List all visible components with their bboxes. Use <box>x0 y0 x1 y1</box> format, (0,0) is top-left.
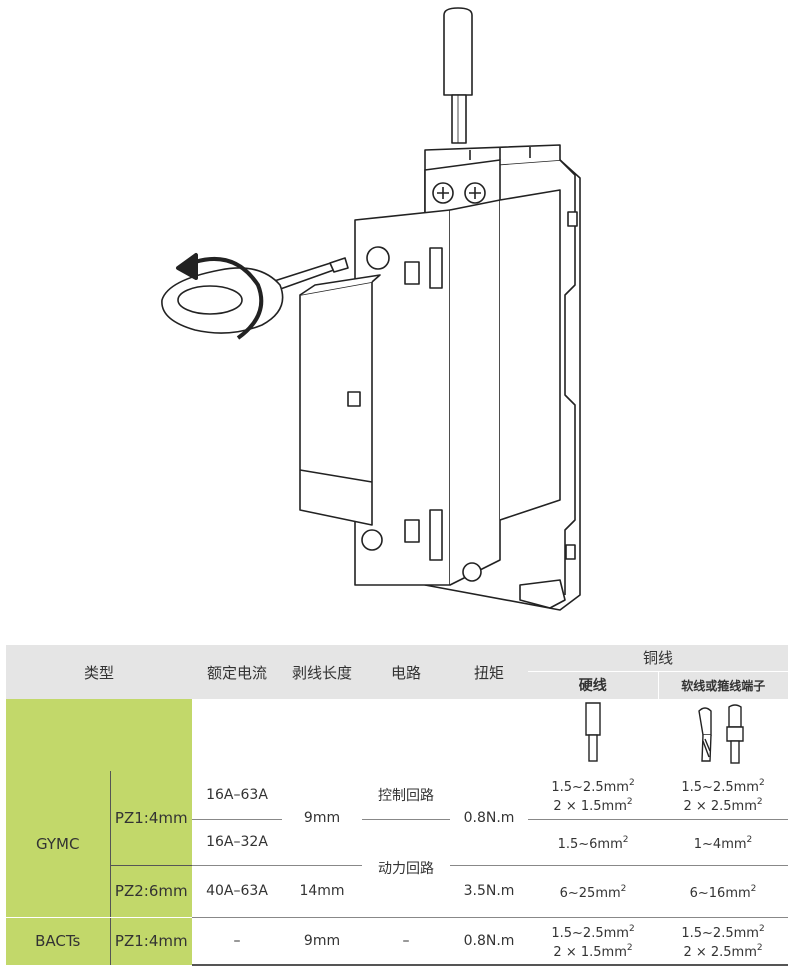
current-none: – <box>192 917 283 966</box>
type-gymc: GYMC <box>6 771 110 918</box>
superscript-2: 2 <box>622 834 629 845</box>
soft-wire-2-text: 1~4mm <box>693 836 747 852</box>
hard-wire-3-text: 6~25mm <box>559 885 621 901</box>
type-pz2: PZ2:6mm <box>109 865 193 918</box>
type-bacts: BACTs <box>6 917 110 965</box>
soft-wire-4a: 1.5~2.5mm <box>681 925 759 941</box>
hard-wire-2-text: 1.5~6mm <box>557 836 623 852</box>
header-copper-wire: 铜线 <box>528 645 789 672</box>
rotation-arrow-icon <box>176 253 264 340</box>
strip-14mm: 14mm <box>282 865 363 918</box>
hard-wire-4a: 1.5~2.5mm <box>551 925 629 941</box>
soft-wire-1: 1.5~2.5mm2 2 × 2.5mm2 <box>658 771 789 820</box>
wire-icon <box>443 7 473 144</box>
header-circuit: 电路 <box>362 645 451 699</box>
soft-wire-2: 1~4mm2 <box>658 819 789 866</box>
superscript-2: 2 <box>626 942 633 953</box>
current-16-63: 16A–63A <box>192 771 283 820</box>
din-rail-contactor <box>299 144 581 611</box>
hard-wire-3: 6~25mm2 <box>528 865 659 918</box>
hard-wire-4: 1.5~2.5mm2 2 × 1.5mm2 <box>528 917 659 966</box>
hard-wire-1: 1.5~2.5mm2 2 × 1.5mm2 <box>528 771 659 820</box>
wiring-spec-table: 类型 额定电流 剥线长度 电路 扭矩 铜线 硬线 软线或箍线端子 GYMC PZ… <box>6 645 789 966</box>
header-torque: 扭矩 <box>450 645 529 699</box>
header-strip-length: 剥线长度 <box>282 645 363 699</box>
ferrule-wire-icon <box>658 699 789 771</box>
torque-0-8-bacts: 0.8N.m <box>450 917 529 966</box>
installation-illustration <box>161 7 581 611</box>
current-16-32: 16A–32A <box>192 819 283 866</box>
superscript-2: 2 <box>758 777 765 788</box>
superscript-2: 2 <box>758 923 765 934</box>
icon-row-type-cell <box>6 699 193 771</box>
current-40-63: 40A–63A <box>192 865 283 918</box>
superscript-2: 2 <box>756 796 763 807</box>
superscript-2: 2 <box>750 883 757 894</box>
solid-wire-icon <box>528 699 659 771</box>
superscript-2: 2 <box>628 777 635 788</box>
strip-9mm-bacts: 9mm <box>282 917 363 966</box>
header-type: 类型 <box>6 645 193 699</box>
header-soft-wire: 软线或箍线端子 <box>658 671 789 699</box>
circuit-control: 控制回路 <box>362 771 451 820</box>
hard-wire-1b: 2 × 1.5mm <box>553 798 627 814</box>
hard-wire-4b: 2 × 1.5mm <box>553 944 627 960</box>
soft-wire-1a: 1.5~2.5mm <box>681 779 759 795</box>
soft-wire-3: 6~16mm2 <box>658 865 789 918</box>
superscript-2: 2 <box>626 796 633 807</box>
screwdriver-icon <box>161 257 349 334</box>
header-rated-current: 额定电流 <box>192 645 283 699</box>
soft-wire-4: 1.5~2.5mm2 2 × 2.5mm2 <box>658 917 789 966</box>
soft-wire-1b: 2 × 2.5mm <box>683 798 757 814</box>
hard-wire-1a: 1.5~2.5mm <box>551 779 629 795</box>
superscript-2: 2 <box>620 883 627 894</box>
header-hard-wire: 硬线 <box>528 671 659 699</box>
superscript-2: 2 <box>746 834 753 845</box>
superscript-2: 2 <box>756 942 763 953</box>
icon-row-blank <box>192 699 529 771</box>
circuit-power: 动力回路 <box>362 819 451 918</box>
type-pz1: PZ1:4mm <box>109 771 193 866</box>
hard-wire-2: 1.5~6mm2 <box>528 819 659 866</box>
torque-3-5: 3.5N.m <box>450 865 529 918</box>
type-pz1-bacts: PZ1:4mm <box>109 917 193 965</box>
superscript-2: 2 <box>628 923 635 934</box>
torque-0-8: 0.8N.m <box>450 771 529 866</box>
soft-wire-4b: 2 × 2.5mm <box>683 944 757 960</box>
soft-wire-3-text: 6~16mm <box>689 885 751 901</box>
strip-9mm: 9mm <box>282 771 363 866</box>
circuit-none: – <box>362 917 451 966</box>
